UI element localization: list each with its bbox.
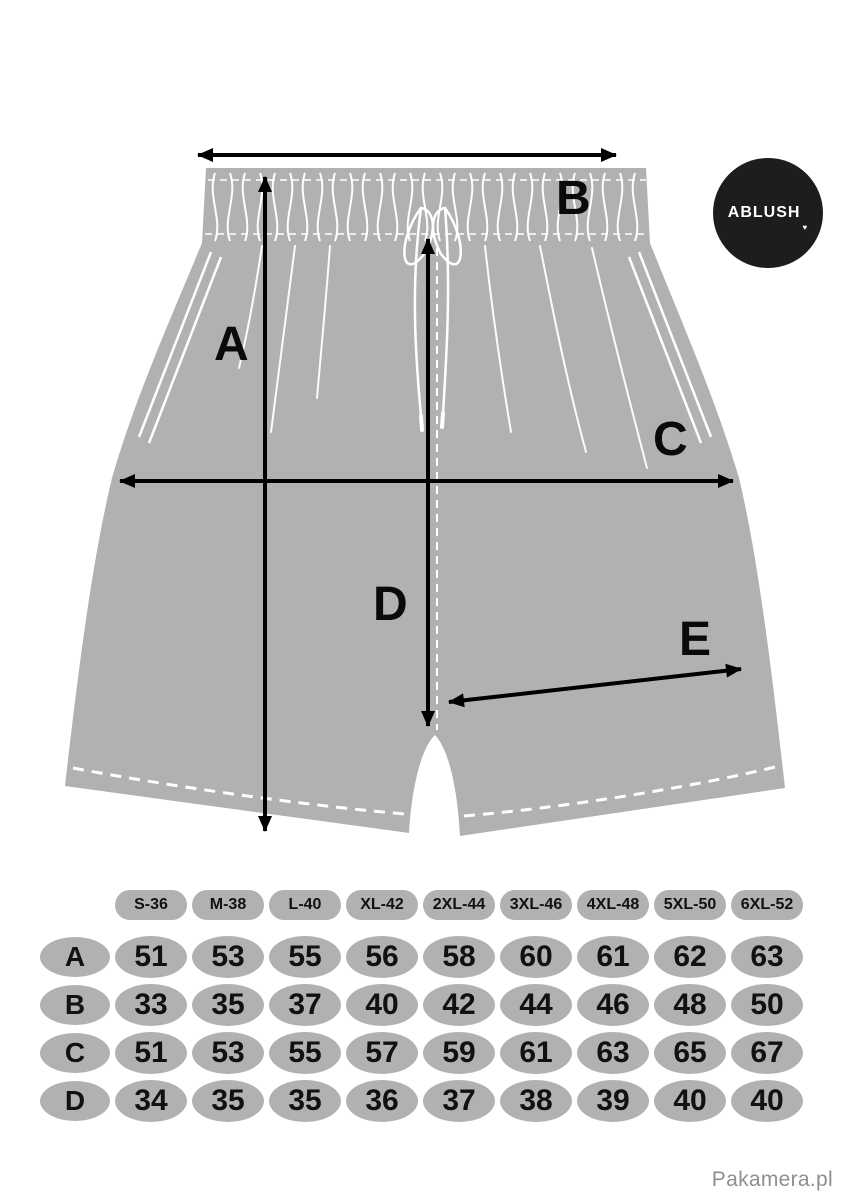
- table-cell: 65: [654, 1032, 726, 1074]
- size-header-4xl48: 4XL-48: [577, 890, 649, 920]
- waistband-elastic-lines: [211, 172, 639, 242]
- table-cell: 55: [269, 1032, 341, 1074]
- table-cell: 40: [654, 1080, 726, 1122]
- table-cell: 40: [731, 1080, 803, 1122]
- table-cell: 63: [577, 1032, 649, 1074]
- shorts-body: [65, 168, 785, 836]
- table-cell: 33: [115, 984, 187, 1026]
- hem-dashed-line: [72, 764, 780, 818]
- measure-label-a: A: [214, 318, 249, 371]
- row-label-c: C: [40, 1033, 110, 1073]
- table-row-a: A 51 53 55 56 58 60 61 62 63: [40, 936, 815, 978]
- table-cell: 42: [423, 984, 495, 1026]
- table-cell: 37: [269, 984, 341, 1026]
- table-cell: 59: [423, 1032, 495, 1074]
- table-row-c: C 51 53 55 57 59 61 63 65 67: [40, 1032, 815, 1074]
- table-cell: 48: [654, 984, 726, 1026]
- size-header-l40: L-40: [269, 890, 341, 920]
- arrow-e: [448, 663, 742, 708]
- table-cell: 56: [346, 936, 418, 978]
- table-cell: 53: [192, 1032, 264, 1074]
- table-cell: 61: [577, 936, 649, 978]
- size-header-row: S-36 M-38 L-40 XL-42 2XL-44 3XL-46 4XL-4…: [40, 890, 815, 920]
- waistband-stitch-lines: [205, 179, 649, 235]
- size-header-5xl50: 5XL-50: [654, 890, 726, 920]
- table-cell: 35: [269, 1080, 341, 1122]
- size-header-s36: S-36: [115, 890, 187, 920]
- table-cell: 51: [115, 1032, 187, 1074]
- table-cell: 57: [346, 1032, 418, 1074]
- size-header-m38: M-38: [192, 890, 264, 920]
- brand-name: ABLUSH: [727, 204, 801, 221]
- pocket-line-right: [627, 251, 713, 444]
- header-spacer: [40, 890, 110, 920]
- table-cell: 40: [346, 984, 418, 1026]
- table-cell: 46: [577, 984, 649, 1026]
- measure-label-e: E: [679, 613, 711, 666]
- table-cell: 37: [423, 1080, 495, 1122]
- table-cell: 61: [500, 1032, 572, 1074]
- row-label-b: B: [40, 985, 110, 1025]
- table-cell: 62: [654, 936, 726, 978]
- table-cell: 67: [731, 1032, 803, 1074]
- size-header-2xl44: 2XL-44: [423, 890, 495, 920]
- row-label-d: D: [40, 1081, 110, 1121]
- table-row-d: D 34 35 35 36 37 38 39 40 40: [40, 1080, 815, 1122]
- drawstring: [403, 206, 462, 418]
- table-row-b: B 33 35 37 40 42 44 46 48 50: [40, 984, 815, 1026]
- table-cell: 36: [346, 1080, 418, 1122]
- table-cell: 35: [192, 984, 264, 1026]
- table-cell: 39: [577, 1080, 649, 1122]
- table-cell: 63: [731, 936, 803, 978]
- size-header-6xl52: 6XL-52: [731, 890, 803, 920]
- table-cell: 60: [500, 936, 572, 978]
- table-cell: 50: [731, 984, 803, 1026]
- brand-badge: ABLUSH♥: [713, 158, 823, 268]
- heart-icon: ♥: [802, 223, 809, 232]
- measure-label-c: C: [653, 413, 688, 466]
- size-table: S-36 M-38 L-40 XL-42 2XL-44 3XL-46 4XL-4…: [40, 890, 815, 1128]
- table-cell: 51: [115, 936, 187, 978]
- table-cell: 35: [192, 1080, 264, 1122]
- wrinkle-lines: [238, 245, 648, 469]
- watermark: Pakamera.pl: [711, 1168, 833, 1191]
- size-header-3xl46: 3XL-46: [500, 890, 572, 920]
- measure-label-b: B: [556, 172, 591, 225]
- row-label-a: A: [40, 937, 110, 977]
- table-cell: 34: [115, 1080, 187, 1122]
- size-header-xl42: XL-42: [346, 890, 418, 920]
- measure-label-d: D: [373, 578, 408, 631]
- table-cell: 58: [423, 936, 495, 978]
- table-cell: 55: [269, 936, 341, 978]
- table-cell: 38: [500, 1080, 572, 1122]
- table-cell: 44: [500, 984, 572, 1026]
- pocket-line-left: [137, 251, 223, 444]
- shorts-diagram: A B C D E: [65, 148, 785, 836]
- table-cell: 53: [192, 936, 264, 978]
